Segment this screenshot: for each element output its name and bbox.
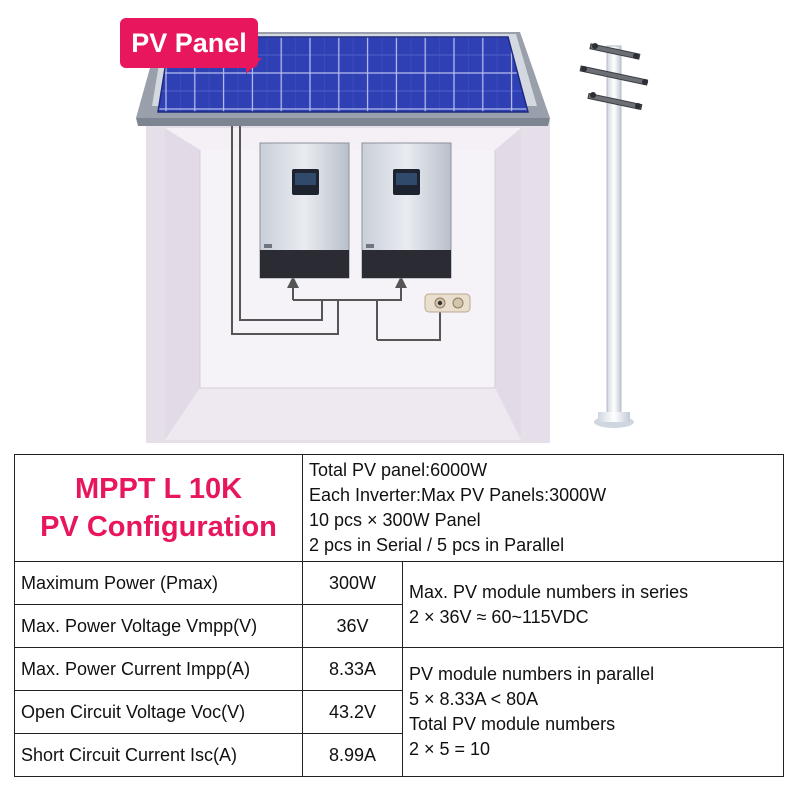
parallel-note: PV module numbers in parallel 5 × 8.33A … [401, 647, 785, 777]
power-socket-icon [424, 293, 471, 313]
summary-line: 10 pcs × 300W Panel [309, 510, 481, 530]
inverter-icon [259, 142, 350, 279]
system-illustration [136, 32, 649, 443]
config-summary: Total PV panel:6000W Each Inverter:Max P… [301, 454, 785, 562]
note-line: 5 × 8.33A < 80A [409, 689, 539, 709]
note-line: Max. PV module numbers in series [409, 581, 689, 602]
table-row: Short Circuit Current Isc(A) 8.99A [14, 733, 784, 777]
summary-line: Total PV panel:6000W [309, 460, 488, 480]
series-note: Max. PV module numbers in series 2 × 36V… [401, 561, 785, 648]
table-row: Open Circuit Voltage Voc(V) 43.2V [14, 690, 784, 734]
spec-value: 43.2V [302, 690, 403, 734]
note-line: Total PV module numbers [409, 714, 616, 734]
summary-line: Each Inverter:Max PV Panels:3000W [309, 485, 607, 505]
spec-label: Max. Power Voltage Vmpp(V) [14, 604, 303, 648]
spec-label: Maximum Power (Pmax) [14, 561, 303, 605]
note-line: 2 × 36V ≈ 60~115VDC [409, 606, 589, 627]
spec-label: Max. Power Current Impp(A) [14, 647, 303, 691]
wiring-arrows [287, 276, 407, 288]
utility-pole-icon [579, 43, 649, 428]
note-line: 2 × 5 = 10 [409, 739, 491, 759]
table-row: Maximum Power (Pmax) 300W Max. PV module… [14, 561, 785, 648]
note-line: PV module numbers in parallel [409, 664, 655, 684]
config-title: MPPT L 10K PV Configuration [14, 454, 303, 562]
wiring [231, 126, 441, 341]
spec-value: 8.33A [302, 647, 403, 691]
spec-value: 36V [302, 604, 403, 648]
spec-value: 300W [302, 561, 403, 605]
spec-label: Short Circuit Current Isc(A) [14, 733, 303, 777]
table-row: Max. Power Current Impp(A) 8.33A PV modu… [14, 647, 785, 777]
table-row: Max. Power Voltage Vmpp(V) 36V [14, 604, 784, 648]
spec-label: Open Circuit Voltage Voc(V) [14, 690, 303, 734]
spec-value: 8.99A [302, 733, 403, 777]
header-row: MPPT L 10K PV Configuration Total PV pan… [14, 454, 785, 562]
pv-configuration-table: MPPT L 10K PV Configuration Total PV pan… [14, 454, 785, 777]
pv-panel-badge: PV Panel [120, 18, 262, 74]
config-title-line2: PV Configuration [40, 511, 277, 543]
config-title-line1: MPPT L 10K [74, 473, 243, 505]
inverter-icon [361, 142, 452, 279]
summary-line: 2 pcs in Serial / 5 pcs in Parallel [309, 535, 565, 555]
